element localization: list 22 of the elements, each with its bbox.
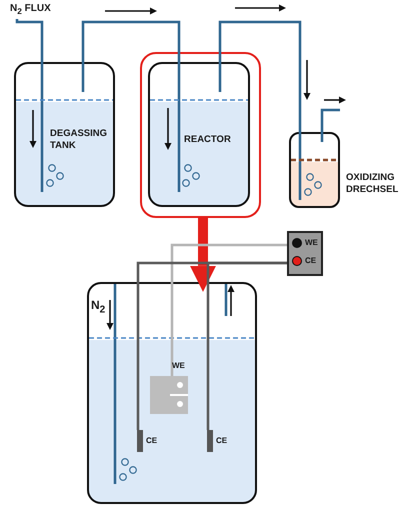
terminal-label: WE [305,237,318,249]
flask-label: OXIDIZING DRECHSEL [346,172,400,196]
highlight-frame [140,52,261,218]
electrode-label: CE [146,435,158,447]
potentiostat-box [287,231,323,276]
terminal-label: CE [305,255,316,267]
electrode-label: WE [172,360,185,372]
vessel-label: DEGASSING TANK [50,128,108,152]
electrode-label: CE [216,435,228,447]
gas-pipe [16,19,44,62]
gas-pipe [218,20,302,132]
vessel-label: N$_{2}$ [91,298,106,318]
arrow [190,218,216,292]
gas-pipe [320,108,340,132]
vessel [148,62,250,207]
wire [206,262,287,430]
vessel [14,62,115,207]
vessel [87,282,257,504]
vessel-label: REACTOR [184,134,232,146]
inlet-label: N$_{2}$ FLUX [10,3,51,17]
gas-pipe [82,20,180,62]
wire [170,244,287,376]
